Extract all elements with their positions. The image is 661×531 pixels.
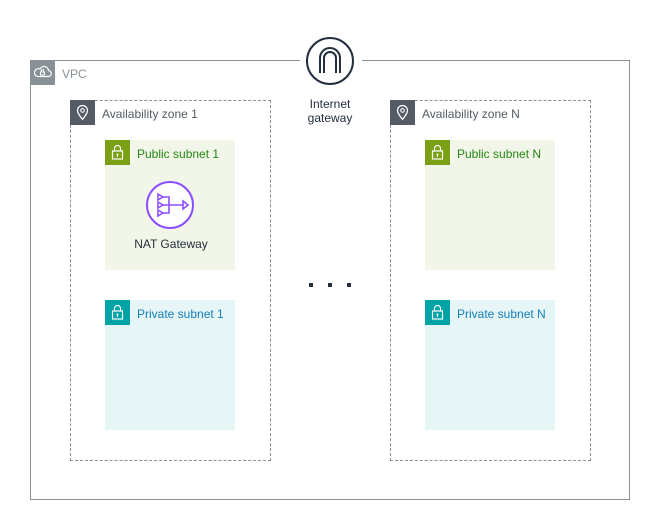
location-pin-icon	[390, 100, 415, 125]
location-pin-icon	[70, 100, 95, 125]
public-subnet-lock-icon	[425, 140, 450, 165]
igw-label-line1: Internet	[309, 97, 351, 111]
ellipsis-separator	[300, 275, 360, 295]
availability-zone-1-label: Availability zone 1	[102, 107, 198, 121]
vpc-cloud-icon	[30, 60, 55, 85]
vpc-label: VPC	[62, 67, 87, 81]
private-subnet-lock-icon	[105, 300, 130, 325]
public-subnet-n-label: Public subnet N	[457, 147, 542, 161]
internet-gateway-icon	[305, 36, 355, 86]
availability-zone-1	[70, 100, 271, 461]
nat-gateway-label: NAT Gateway	[134, 237, 208, 251]
private-subnet-1-label: Private subnet 1	[137, 307, 224, 321]
availability-zone-n	[390, 100, 591, 461]
public-subnet-lock-icon	[105, 140, 130, 165]
public-subnet-1-label: Public subnet 1	[137, 147, 220, 161]
igw-label-line2: gateway	[307, 111, 353, 125]
ellipsis-dot	[347, 283, 351, 287]
availability-zone-n-label: Availability zone N	[422, 107, 520, 121]
nat-gateway-icon	[145, 180, 195, 230]
private-subnet-n-label: Private subnet N	[457, 307, 546, 321]
internet-gateway-label: Internet gateway	[290, 97, 370, 125]
ellipsis-dot	[309, 283, 313, 287]
ellipsis-dot	[328, 283, 332, 287]
private-subnet-lock-icon	[425, 300, 450, 325]
